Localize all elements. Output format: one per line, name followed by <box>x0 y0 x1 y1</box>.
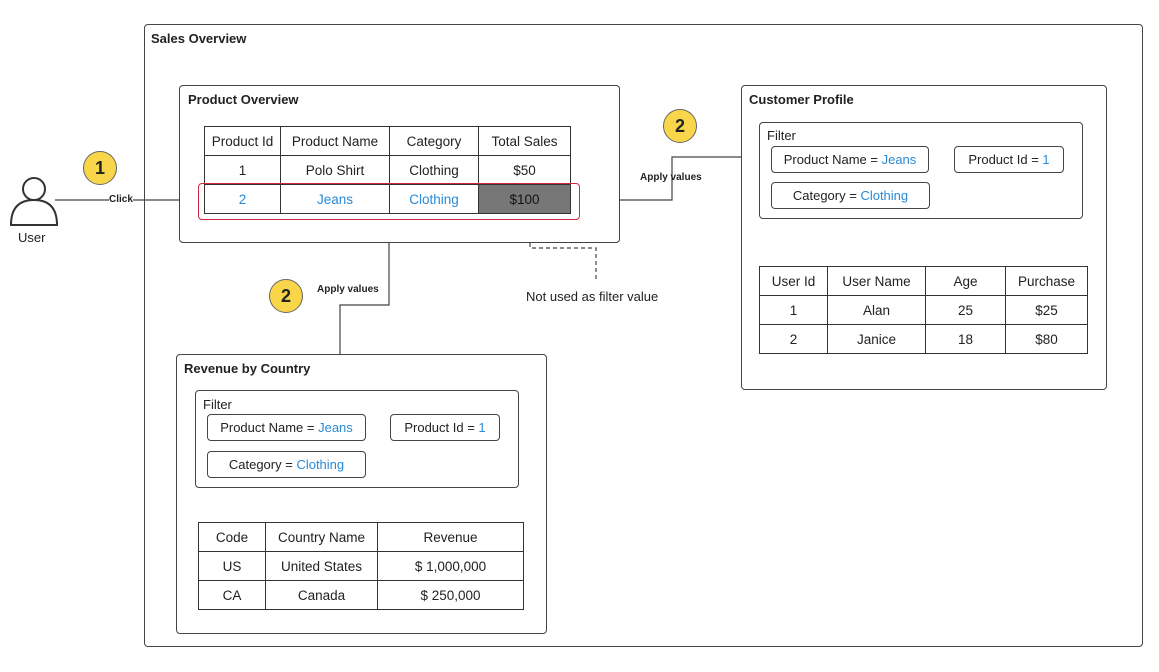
chip-key: Category = <box>228 457 297 472</box>
chip-value: Clothing <box>296 457 345 472</box>
table-cell[interactable]: Jeans <box>280 184 390 214</box>
table-cell: Canada <box>265 580 378 610</box>
filter-chip-product-name[interactable]: Product Name = Jeans <box>771 146 929 173</box>
table-cell: $ 250,000 <box>377 580 524 610</box>
chip-key: Product Id = <box>404 420 479 435</box>
apply-to-customer-arrow <box>580 152 768 201</box>
header-cell: Product Id <box>204 126 281 156</box>
filter-chip-product-id[interactable]: Product Id = 1 <box>954 146 1064 173</box>
product-overview-title: Product Overview <box>188 92 299 107</box>
chip-key: Product Id = <box>968 152 1043 167</box>
chip-value: Jeans <box>881 152 917 167</box>
table-cell: 25 <box>925 295 1006 325</box>
customer-profile-title: Customer Profile <box>749 92 854 107</box>
table-cell: 2 <box>759 324 828 354</box>
not-used-note: Not used as filter value <box>526 289 659 304</box>
revenue-by-country-title: Revenue by Country <box>184 361 311 376</box>
sales-overview-title: Sales Overview <box>151 31 247 46</box>
click-label: Click <box>109 194 133 205</box>
chip-value: Clothing <box>860 188 909 203</box>
header-cell: Code <box>198 522 266 552</box>
filter-chip-product-id[interactable]: Product Id = 1 <box>390 414 500 441</box>
chip-key: Product Name = <box>783 152 882 167</box>
revenue-table: Code Country Name Revenue US United Stat… <box>198 522 524 610</box>
table-row: 1 Polo Shirt Clothing $50 <box>204 155 571 185</box>
table-cell: United States <box>265 551 378 581</box>
table-row: US United States $ 1,000,000 <box>198 551 524 581</box>
table-cell[interactable]: $50 <box>478 155 571 185</box>
table-cell: Janice <box>827 324 926 354</box>
table-cell[interactable]: Clothing <box>389 184 479 214</box>
header-cell: Country Name <box>265 522 378 552</box>
header-cell: User Name <box>827 266 926 296</box>
chip-value: 1 <box>478 420 486 435</box>
table-header-row: User Id User Name Age Purchase <box>759 266 1088 296</box>
header-cell: Product Name <box>280 126 390 156</box>
table-header-row: Product Id Product Name Category Total S… <box>204 126 571 156</box>
chip-value: Jeans <box>318 420 353 435</box>
table-cell[interactable]: 1 <box>204 155 281 185</box>
table-cell: US <box>198 551 266 581</box>
table-header-row: Code Country Name Revenue <box>198 522 524 552</box>
selected-row-highlight <box>198 183 580 220</box>
user-label: User <box>18 230 46 245</box>
header-cell: Total Sales <box>478 126 571 156</box>
apply-values-label-customer: Apply values <box>640 172 702 183</box>
table-cell: CA <box>198 580 266 610</box>
table-cell: $ 1,000,000 <box>377 551 524 581</box>
step-2-badge-revenue: 2 <box>269 279 303 313</box>
chip-value: 1 <box>1042 152 1050 167</box>
filter-chip-category[interactable]: Category = Clothing <box>207 451 366 478</box>
header-cell: Category <box>389 126 479 156</box>
table-row: 2 Janice 18 $80 <box>759 324 1088 354</box>
step-1-badge: 1 <box>83 151 117 185</box>
table-cell: 1 <box>759 295 828 325</box>
table-row-selected: 2 Jeans Clothing $100 <box>204 184 571 214</box>
chip-key: Product Name = <box>220 420 319 435</box>
step-2-badge-customer: 2 <box>663 109 697 143</box>
apply-to-revenue-arrow <box>335 219 390 390</box>
table-cell-total-sales[interactable]: $100 <box>478 184 571 214</box>
header-cell: Age <box>925 266 1006 296</box>
table-cell[interactable]: Clothing <box>389 155 479 185</box>
table-cell[interactable]: Polo Shirt <box>280 155 390 185</box>
table-cell: $25 <box>1005 295 1088 325</box>
table-row: CA Canada $ 250,000 <box>198 580 524 610</box>
apply-values-label-revenue: Apply values <box>317 284 379 295</box>
user-icon <box>9 177 59 226</box>
header-cell: User Id <box>759 266 828 296</box>
table-cell[interactable]: 2 <box>204 184 281 214</box>
table-cell: Alan <box>827 295 926 325</box>
revenue-filter-label: Filter <box>203 397 232 412</box>
table-cell: $80 <box>1005 324 1088 354</box>
filter-chip-category[interactable]: Category = Clothing <box>771 182 930 209</box>
filter-chip-product-name[interactable]: Product Name = Jeans <box>207 414 366 441</box>
product-table: Product Id Product Name Category Total S… <box>204 126 571 214</box>
table-cell: 18 <box>925 324 1006 354</box>
header-cell: Purchase <box>1005 266 1088 296</box>
customer-filter-label: Filter <box>767 128 796 143</box>
sales-overview-panel <box>144 24 1143 647</box>
chip-key: Category = <box>792 188 861 203</box>
header-cell: Revenue <box>377 522 524 552</box>
table-row: 1 Alan 25 $25 <box>759 295 1088 325</box>
customer-table: User Id User Name Age Purchase 1 Alan 25… <box>759 266 1088 354</box>
